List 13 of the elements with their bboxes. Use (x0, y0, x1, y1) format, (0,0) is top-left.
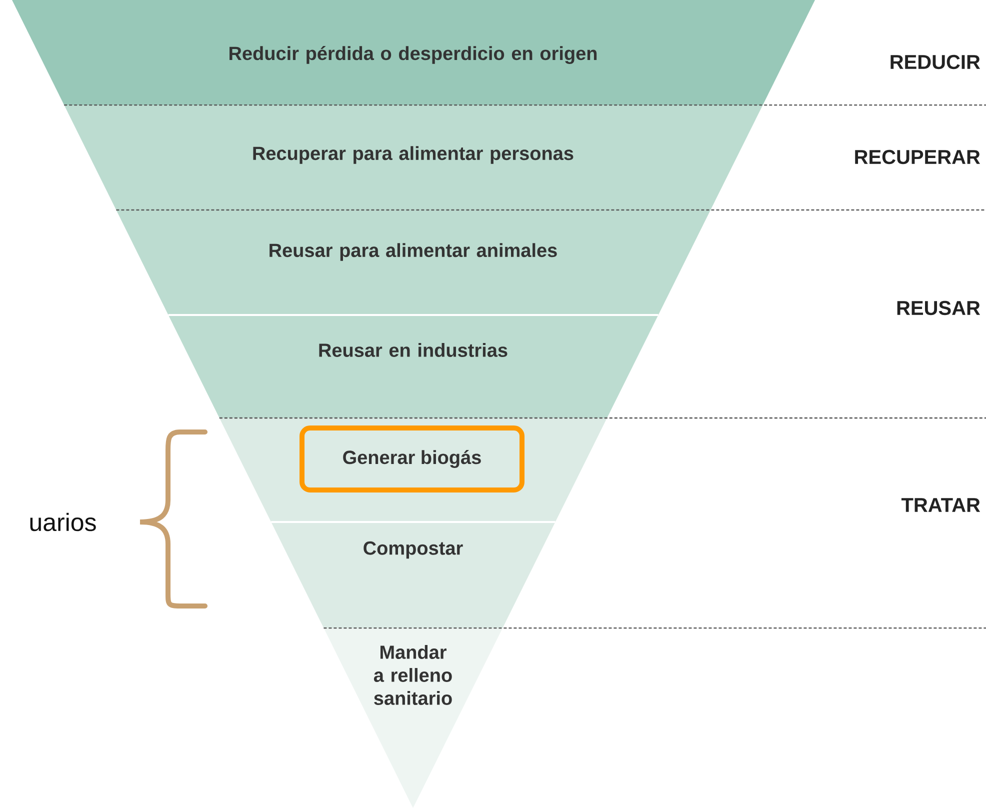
pyramid-band: Mandar a relleno sanitario (324, 628, 503, 808)
pyramid-band: Reusar en industrias (168, 315, 658, 418)
level-label: REDUCIR (890, 54, 980, 70)
highlight-box: Generar biogás (300, 426, 524, 492)
level-label: TRATAR (901, 498, 980, 512)
pyramid-band: Reducir pérdida o desperdicio en origen (12, 0, 815, 105)
pyramid-band: Reusar para alimentar animales (116, 210, 710, 315)
pyramid-band (219, 418, 607, 522)
side-label: uarios (30, 512, 96, 532)
pyramid-band: Recuperar para alimentar personas (64, 105, 763, 210)
level-label: RECUPERAR (855, 150, 980, 164)
level-label: REUSAR (897, 300, 980, 316)
pyramid-band: Compostar (271, 522, 556, 628)
